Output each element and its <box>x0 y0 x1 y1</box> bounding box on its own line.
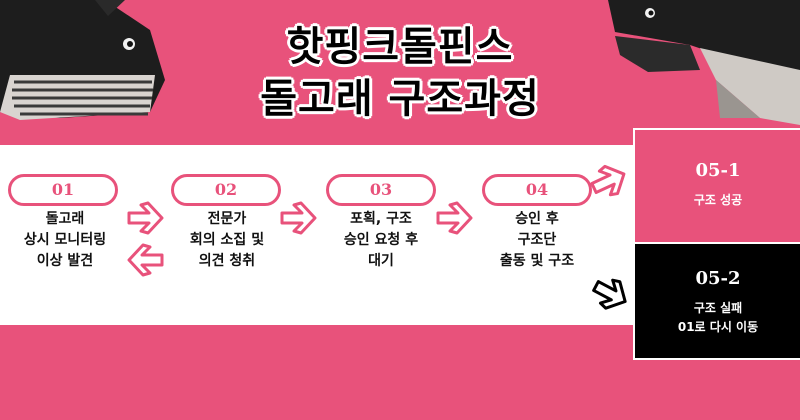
step-04-line-3: 출동 및 구조 <box>499 253 575 269</box>
step-01-line-2: 상시 모니터링 <box>23 232 107 248</box>
step-01-badge: 01 <box>8 174 118 206</box>
arrow-left-icon <box>127 243 164 277</box>
arrow-down-right-icon <box>592 278 627 310</box>
arrow-right-icon <box>436 201 473 235</box>
arrow-right-icon <box>280 201 317 235</box>
outcome-05-2-text: 구조 실패 01로 다시 이동 <box>635 299 800 337</box>
arrow-right-icon <box>127 201 164 235</box>
outcome-05-2-line-2: 01로 다시 이동 <box>677 320 759 334</box>
outcome-05-1-line-1: 구조 성공 <box>693 193 743 207</box>
step-03-badge: 03 <box>326 174 436 206</box>
step-02-line-2: 회의 소집 및 <box>189 232 265 248</box>
step-04-badge: 04 <box>482 174 592 206</box>
arrow-up-right-icon <box>590 164 626 197</box>
step-03-line-2: 승인 요청 후 <box>343 232 419 248</box>
outcome-success-box: 05-1 구조 성공 <box>633 128 800 244</box>
step-02-line-1: 전문가 <box>207 211 247 227</box>
step-01-description: 돌고래 상시 모니터링 이상 발견 <box>0 209 130 272</box>
step-04-line-1: 승인 후 <box>515 211 559 227</box>
step-03-line-3: 대기 <box>368 253 394 269</box>
step-02-badge: 02 <box>171 174 281 206</box>
title-line-2: 돌고래 구조과정 <box>260 76 540 122</box>
step-04-description: 승인 후 구조단 출동 및 구조 <box>472 209 602 272</box>
outcome-05-2-number: 05-2 <box>695 268 741 289</box>
step-03-description: 포획, 구조 승인 요청 후 대기 <box>316 209 446 272</box>
title-line-1: 핫핑크돌핀스 <box>286 24 514 70</box>
whale-left-illustration <box>0 0 165 120</box>
step-03-line-1: 포획, 구조 <box>350 211 412 227</box>
outcome-05-2-line-1: 구조 실패 <box>693 301 743 315</box>
outcome-failure-box: 05-2 구조 실패 01로 다시 이동 <box>633 242 800 360</box>
outcome-05-1-text: 구조 성공 <box>635 191 800 210</box>
step-02-line-3: 의견 청취 <box>198 253 256 269</box>
step-04-line-2: 구조단 <box>517 232 557 248</box>
whale-right-illustration <box>608 0 800 125</box>
step-01-line-1: 돌고래 <box>45 211 85 227</box>
step-01-line-3: 이상 발견 <box>36 253 94 269</box>
outcome-05-1-number: 05-1 <box>695 160 741 181</box>
step-02-description: 전문가 회의 소집 및 의견 청취 <box>162 209 292 272</box>
